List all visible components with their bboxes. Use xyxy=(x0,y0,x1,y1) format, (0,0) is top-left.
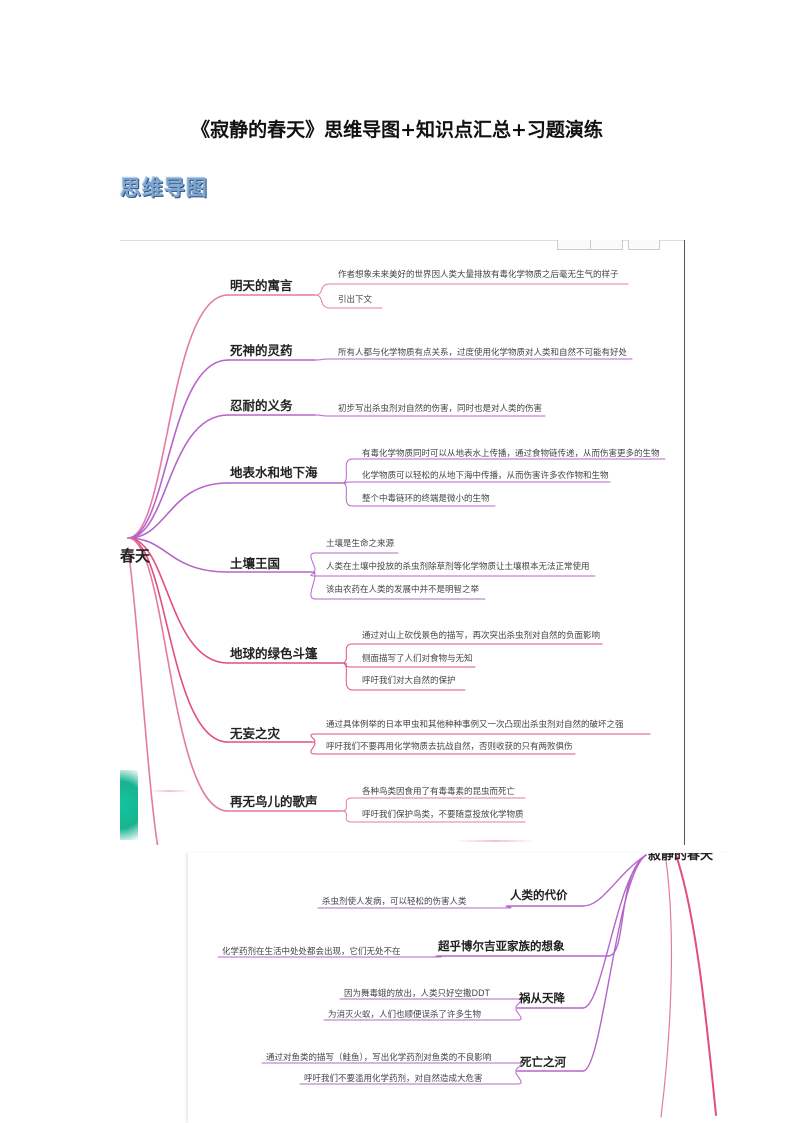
leaf-connector xyxy=(310,552,316,573)
leaf-label[interactable]: 土壤是生命之来源 xyxy=(326,539,395,549)
branch-connector xyxy=(127,537,229,743)
branch-connector xyxy=(127,482,229,539)
leaf-connector xyxy=(515,1007,522,1021)
leaf-connector xyxy=(310,741,316,755)
leaf-label[interactable]: 引出下文 xyxy=(338,295,373,305)
toolbar-button[interactable] xyxy=(590,240,623,250)
branch-label[interactable]: 忍耐的义务 xyxy=(230,398,293,413)
leaf-label[interactable]: 化学药剂在生活中处处都会出现，它们无处不在 xyxy=(222,947,401,957)
branch-label[interactable]: 人类的代价 xyxy=(510,888,568,902)
leaf-label[interactable]: 化学物质可以轻松的从地下海中传播，从而伤害许多农作物和生物 xyxy=(362,471,609,481)
leaf-connector xyxy=(341,662,353,691)
decorative-line xyxy=(150,790,190,792)
leaf-connector xyxy=(341,482,353,507)
branch-connector xyxy=(127,294,229,539)
leaf-connector xyxy=(341,797,353,812)
branch-label[interactable]: 土壤王国 xyxy=(230,556,281,571)
branch-label[interactable]: 死亡之河 xyxy=(520,1055,566,1069)
panel-right-border xyxy=(684,240,685,845)
leaf-connector xyxy=(314,283,331,296)
mind-map-connectors xyxy=(127,283,666,845)
leaf-label[interactable]: 为消灭火蚁，人们也顺便误杀了许多生物 xyxy=(328,1010,482,1020)
leaf-connector xyxy=(314,294,331,309)
leaf-label[interactable]: 呼吁我们不要再用化学物质去抗战自然，否则收获的只有两败俱伤 xyxy=(326,742,573,752)
leaf-label[interactable]: 侧面描写了人们对食物与无知 xyxy=(362,654,473,664)
leaf-label[interactable]: 整个中毒链环的终端是微小的生物 xyxy=(362,494,490,504)
leaf-connector xyxy=(341,458,353,484)
leaf-label[interactable]: 所有人都与化学物质有点关系，过度使用化学物质对人类和自然不可能有好处 xyxy=(338,348,628,358)
toolbar-button[interactable] xyxy=(628,240,660,250)
branch-label[interactable]: 祸从天降 xyxy=(519,991,565,1005)
branch-connector xyxy=(127,414,229,539)
leaf-connector xyxy=(310,571,316,600)
leaf-connector xyxy=(515,1070,522,1085)
branch-connector xyxy=(675,854,717,1116)
leaf-connector xyxy=(341,810,353,823)
leaf-label[interactable]: 呼吁我们保护鸟类，不要随意投放化学物质 xyxy=(362,810,524,820)
branch-connector xyxy=(127,537,229,573)
leaf-label[interactable]: 呼吁我们对大自然的保护 xyxy=(362,676,456,686)
document-title: 《寂静的春天》思维导图+知识点汇总+习题演练 xyxy=(191,119,603,141)
decorative-blob xyxy=(120,770,138,840)
branch-connector xyxy=(582,854,647,1072)
leaf-label[interactable]: 作者想象未来美好的世界因人类大量排放有毒化学物质之后毫无生气的样子 xyxy=(338,270,619,280)
mind-map-root[interactable]: 春天 xyxy=(120,547,151,565)
leaf-connector xyxy=(435,955,442,958)
branch-label[interactable]: 超乎博尔吉亚家族的想象 xyxy=(438,939,565,953)
leaf-connector xyxy=(314,358,331,361)
leaf-connector xyxy=(341,643,353,664)
leaf-connector xyxy=(505,905,512,909)
leaf-label[interactable]: 通过对山上砍伐景色的描写，再次突出杀虫剂对自然的负面影响 xyxy=(362,631,601,641)
leaf-label[interactable]: 初步写出杀虫剂对自然的伤害，同时也是对人类的伤害 xyxy=(338,404,543,414)
panel-top-border xyxy=(120,240,685,241)
leaf-label[interactable]: 呼吁我们不要滥用化学药剂，对自然造成大危害 xyxy=(304,1074,483,1084)
branch-label[interactable]: 地表水和地下海 xyxy=(230,465,318,480)
leaf-label[interactable]: 杀虫剂使人发病，可以轻松的伤害人类 xyxy=(322,897,467,907)
branch-label[interactable]: 地球的绿色斗篷 xyxy=(230,646,318,661)
mind-map-root[interactable]: 寂静的春天 xyxy=(648,853,714,863)
leaf-connector xyxy=(310,733,316,743)
leaf-label[interactable]: 通过具体例举的日本甲虫和其他种种事例又一次凸现出杀虫剂对自然的破坏之强 xyxy=(326,720,624,730)
branch-connector xyxy=(660,859,673,1118)
leaf-label[interactable]: 有毒化学物质同时可以从地表水上传播，通过食物链传递，从而伤害更多的生物 xyxy=(362,449,660,459)
branch-connector xyxy=(127,359,229,539)
branch-connector xyxy=(582,854,647,907)
mind-map-connectors xyxy=(217,854,717,1118)
leaf-label[interactable]: 人类在土壤中投放的杀虫剂除草剂等化学物质让土壤根本无法正常使用 xyxy=(326,562,590,572)
branch-label[interactable]: 死神的灵药 xyxy=(230,343,293,358)
branch-connector xyxy=(127,537,229,812)
branch-label[interactable]: 无妄之灾 xyxy=(230,726,281,741)
leaf-label[interactable]: 该由农药在人类的发展中并不是明智之举 xyxy=(326,585,480,595)
leaf-label[interactable]: 因为舞毒蛾的放出，人类只好空撒DDT xyxy=(344,989,490,999)
branch-label[interactable]: 再无鸟儿的歌声 xyxy=(230,794,318,809)
branch-connector xyxy=(127,547,159,845)
leaf-label[interactable]: 各种鸟类因食用了有毒毒素的昆虫而死亡 xyxy=(362,787,516,797)
branch-label[interactable]: 明天的寓言 xyxy=(230,278,293,293)
decorative-line xyxy=(455,840,535,842)
mind-map-panel-2[interactable]: 寂静的春天 人类的代价 杀虫剂使人发病，可以轻松的伤害人类 超乎博尔吉亚家族的想… xyxy=(188,853,730,1123)
mind-map-panel-1[interactable]: 春天 明天的寓言 作者想象未来美好的世界因人类大量排放有毒化学物质之后毫无生气的… xyxy=(120,240,685,845)
branch-connector xyxy=(127,537,229,664)
leaf-label[interactable]: 通过对鱼类的描写（鲑鱼），写出化学药剂对鱼类的不良影响 xyxy=(266,1053,492,1063)
section-heading: 思维导图 xyxy=(120,176,208,200)
branch-connector xyxy=(582,854,647,1009)
leaf-connector xyxy=(314,414,331,417)
